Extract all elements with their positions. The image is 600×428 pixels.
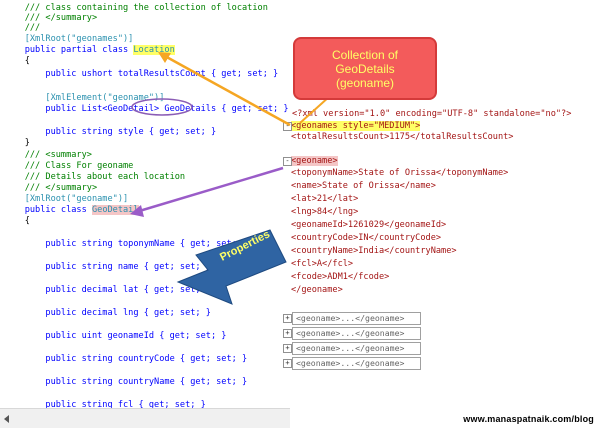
collapsed-geoname-node[interactable]: <geoname>...</geoname> xyxy=(292,342,421,355)
callout-line-2: GeoDetails xyxy=(335,61,395,76)
properties-block-arrow xyxy=(176,229,287,305)
horizontal-scrollbar[interactable] xyxy=(0,408,290,428)
code-line: /// </summary> xyxy=(4,183,98,193)
orange-arrow-head xyxy=(158,52,171,63)
collapsed-geoname-node[interactable]: <geoname>...</geoname> xyxy=(292,327,421,340)
code-line: { xyxy=(4,216,30,226)
collapsed-geoname-node[interactable]: <geoname>...</geoname> xyxy=(292,312,421,325)
xml-line: <lng>84</lng> xyxy=(291,207,359,217)
code-line: /// class containing the collection of l… xyxy=(4,3,268,13)
watermark-footer: www.manaspatnaik.com/blog xyxy=(463,414,594,424)
xml-line: <geonameId>1261029</geonameId> xyxy=(291,220,447,230)
code-line: [XmlRoot("geoname")] xyxy=(4,194,129,204)
expand-node-icon[interactable]: + xyxy=(283,314,292,323)
property-line: public string fcl { get; set; } xyxy=(4,400,206,410)
property-line: public string countryName { get; set; } xyxy=(4,377,248,387)
collection-callout-box: Collection of GeoDetails (geoname) xyxy=(293,37,437,100)
purple-arrow xyxy=(135,166,284,214)
code-line: public partial class Location xyxy=(4,45,175,55)
callout-pointer xyxy=(299,95,331,124)
expand-node-icon[interactable]: + xyxy=(283,359,292,368)
xml-line: <totalResultsCount>1175</totalResultsCou… xyxy=(291,132,514,142)
expand-node-icon[interactable]: + xyxy=(283,344,292,353)
code-editor-pane: /// class containing the collection of l… xyxy=(0,0,290,415)
code-line: { xyxy=(4,56,30,66)
xml-line: <countryName>India</countryName> xyxy=(291,246,457,256)
code-line: /// </summary> xyxy=(4,13,98,23)
property-line: public decimal lng { get; set; } xyxy=(4,308,211,318)
code-line: [XmlRoot("geonames")] xyxy=(4,34,134,44)
xml-line: </geoname> xyxy=(291,285,343,295)
code-line: /// Details about each location xyxy=(4,172,186,182)
xml-line: <geoname> xyxy=(291,156,338,166)
xml-line: <lat>21</lat> xyxy=(291,194,359,204)
xml-line: <fcl>A</fcl> xyxy=(291,259,354,269)
xml-line: <?xml version="1.0" encoding="UTF-8" sta… xyxy=(292,109,572,119)
xml-line: <countryCode>IN</countryCode> xyxy=(291,233,442,243)
callout-line-1: Collection of xyxy=(331,47,399,62)
xml-line: <toponymName>State of Orissa</toponymNam… xyxy=(291,168,509,178)
expand-node-icon[interactable]: - xyxy=(283,157,292,166)
geodetail-class-name: GeoDetail xyxy=(91,205,139,215)
property-line: public string countryCode { get; set; } xyxy=(4,354,248,364)
code-line: public class GeoDetail xyxy=(4,205,139,215)
location-class-name: Location xyxy=(133,45,175,55)
orange-arrow xyxy=(162,53,291,127)
scroll-left-arrow-icon[interactable] xyxy=(4,415,9,423)
purple-arrow-head xyxy=(130,205,144,217)
code-line: } xyxy=(4,138,30,148)
property-line: public uint geonameId { get; set; } xyxy=(4,331,227,341)
xml-line: <geonames style="MEDIUM"> xyxy=(291,121,421,131)
code-line: [XmlElement("geoname")] xyxy=(4,93,165,103)
xml-line: <name>State of Orissa</name> xyxy=(291,181,436,191)
code-line: /// Class For geoname xyxy=(4,161,134,171)
code-line: public string style { get; set; } xyxy=(4,127,217,137)
collapsed-geoname-node[interactable]: <geoname>...</geoname> xyxy=(292,357,421,370)
xml-line: <fcode>ADM1</fcode> xyxy=(291,272,390,282)
geodetails-highlight-ellipse xyxy=(131,98,193,116)
expand-node-icon[interactable]: + xyxy=(283,329,292,338)
code-line: public ushort totalResultsCount { get; s… xyxy=(4,69,279,79)
callout-line-3: (geoname) xyxy=(335,75,395,90)
code-line: /// <summary> xyxy=(4,150,92,160)
code-line: /// xyxy=(4,23,41,33)
